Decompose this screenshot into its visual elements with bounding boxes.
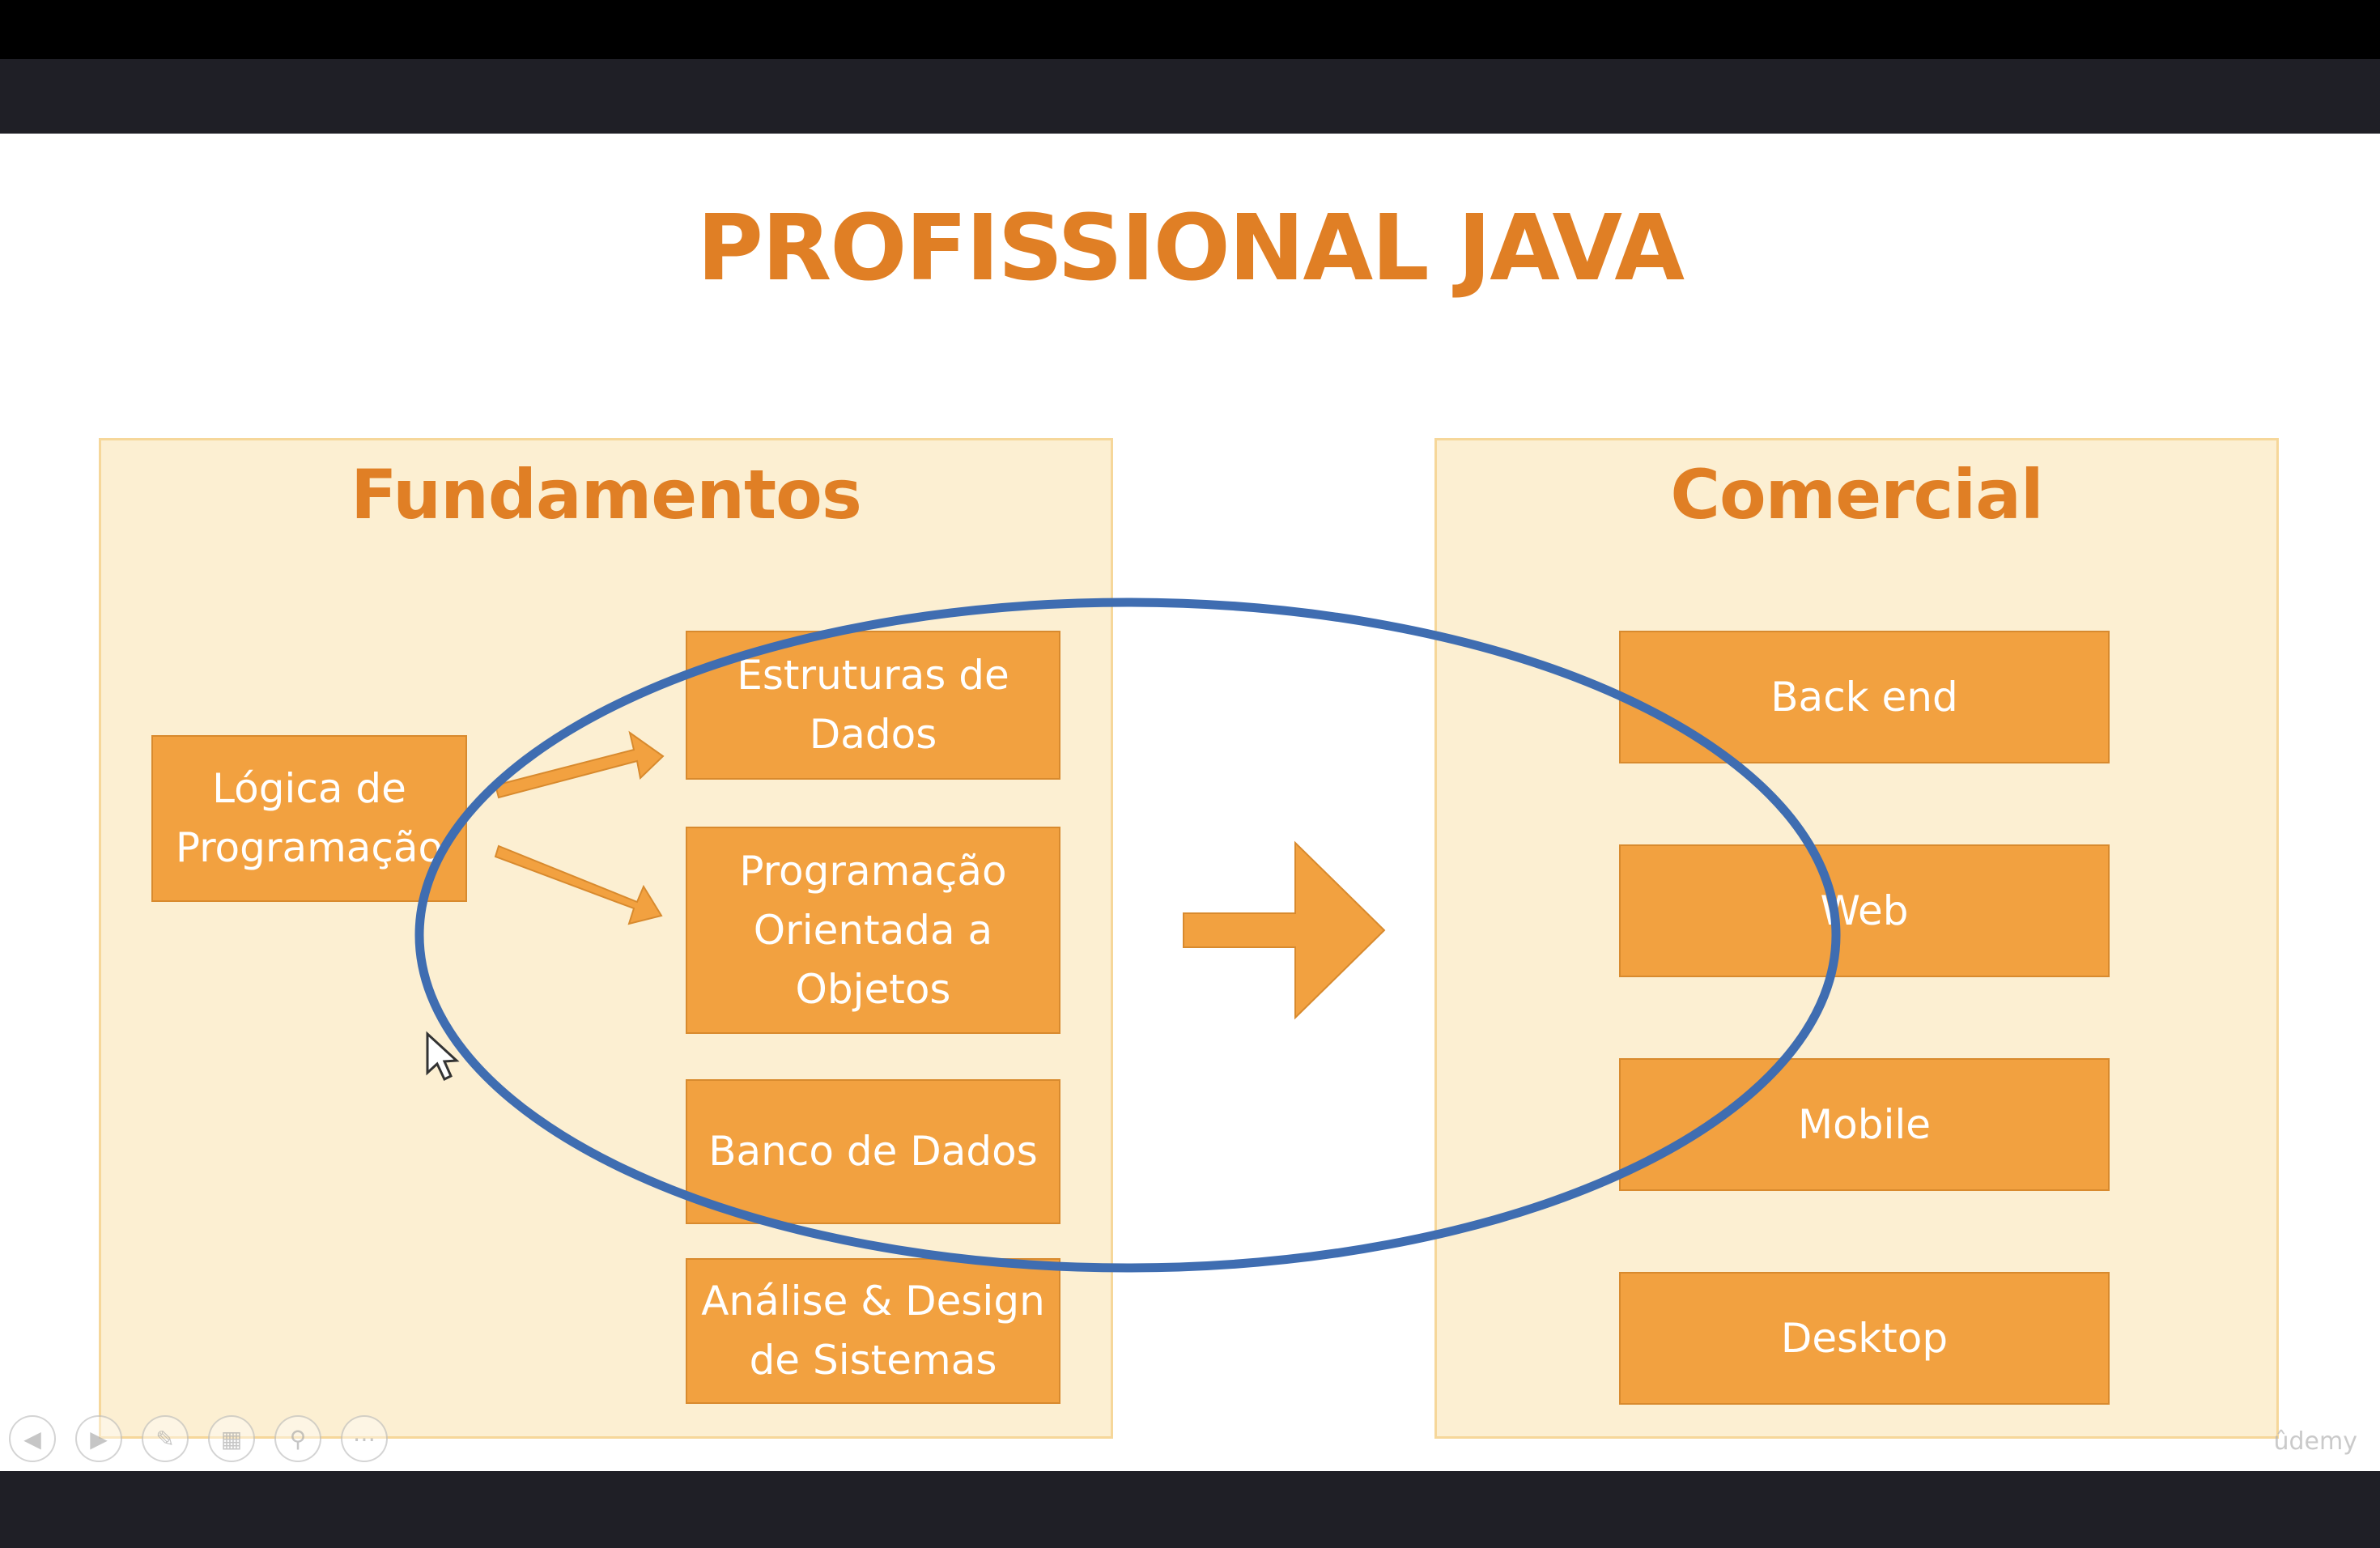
zoom-icon[interactable]: ⚲	[274, 1415, 321, 1462]
poo-box: Programação Orientada a Objetos	[686, 827, 1060, 1034]
slide-title: PROFISSIONAL JAVA	[696, 196, 1685, 301]
slide: PROFISSIONAL JAVA Fundamentos Comercial …	[0, 134, 2380, 1471]
logica-box: Lógica de Programação	[151, 735, 467, 902]
comercial-item-backend: Back end	[1619, 631, 2110, 763]
comercial-item-desktop: Desktop	[1619, 1272, 2110, 1405]
big-right-arrow	[1183, 840, 1386, 1020]
estruturas-box: Estruturas de Dados	[686, 631, 1060, 780]
video-top-band	[0, 59, 2380, 134]
analise-box: Análise & Design de Sistemas	[686, 1258, 1060, 1404]
comercial-item-mobile: Mobile	[1619, 1058, 2110, 1191]
comercial-item-web: Web	[1619, 844, 2110, 977]
udemy-watermark: ûdemy	[2273, 1427, 2358, 1456]
fundamentos-title: Fundamentos	[351, 455, 862, 534]
banco-box: Banco de Dados	[686, 1079, 1060, 1224]
pen-icon[interactable]: ✎	[142, 1415, 189, 1462]
top-letterbox	[0, 0, 2380, 59]
more-icon[interactable]: ⋯	[341, 1415, 388, 1462]
next-icon[interactable]: ▶	[75, 1415, 122, 1462]
prev-icon[interactable]: ◀	[9, 1415, 56, 1462]
comercial-title: Comercial	[1670, 455, 2043, 534]
slides-icon[interactable]: ▦	[208, 1415, 255, 1462]
video-bottom-band	[0, 1471, 2380, 1548]
